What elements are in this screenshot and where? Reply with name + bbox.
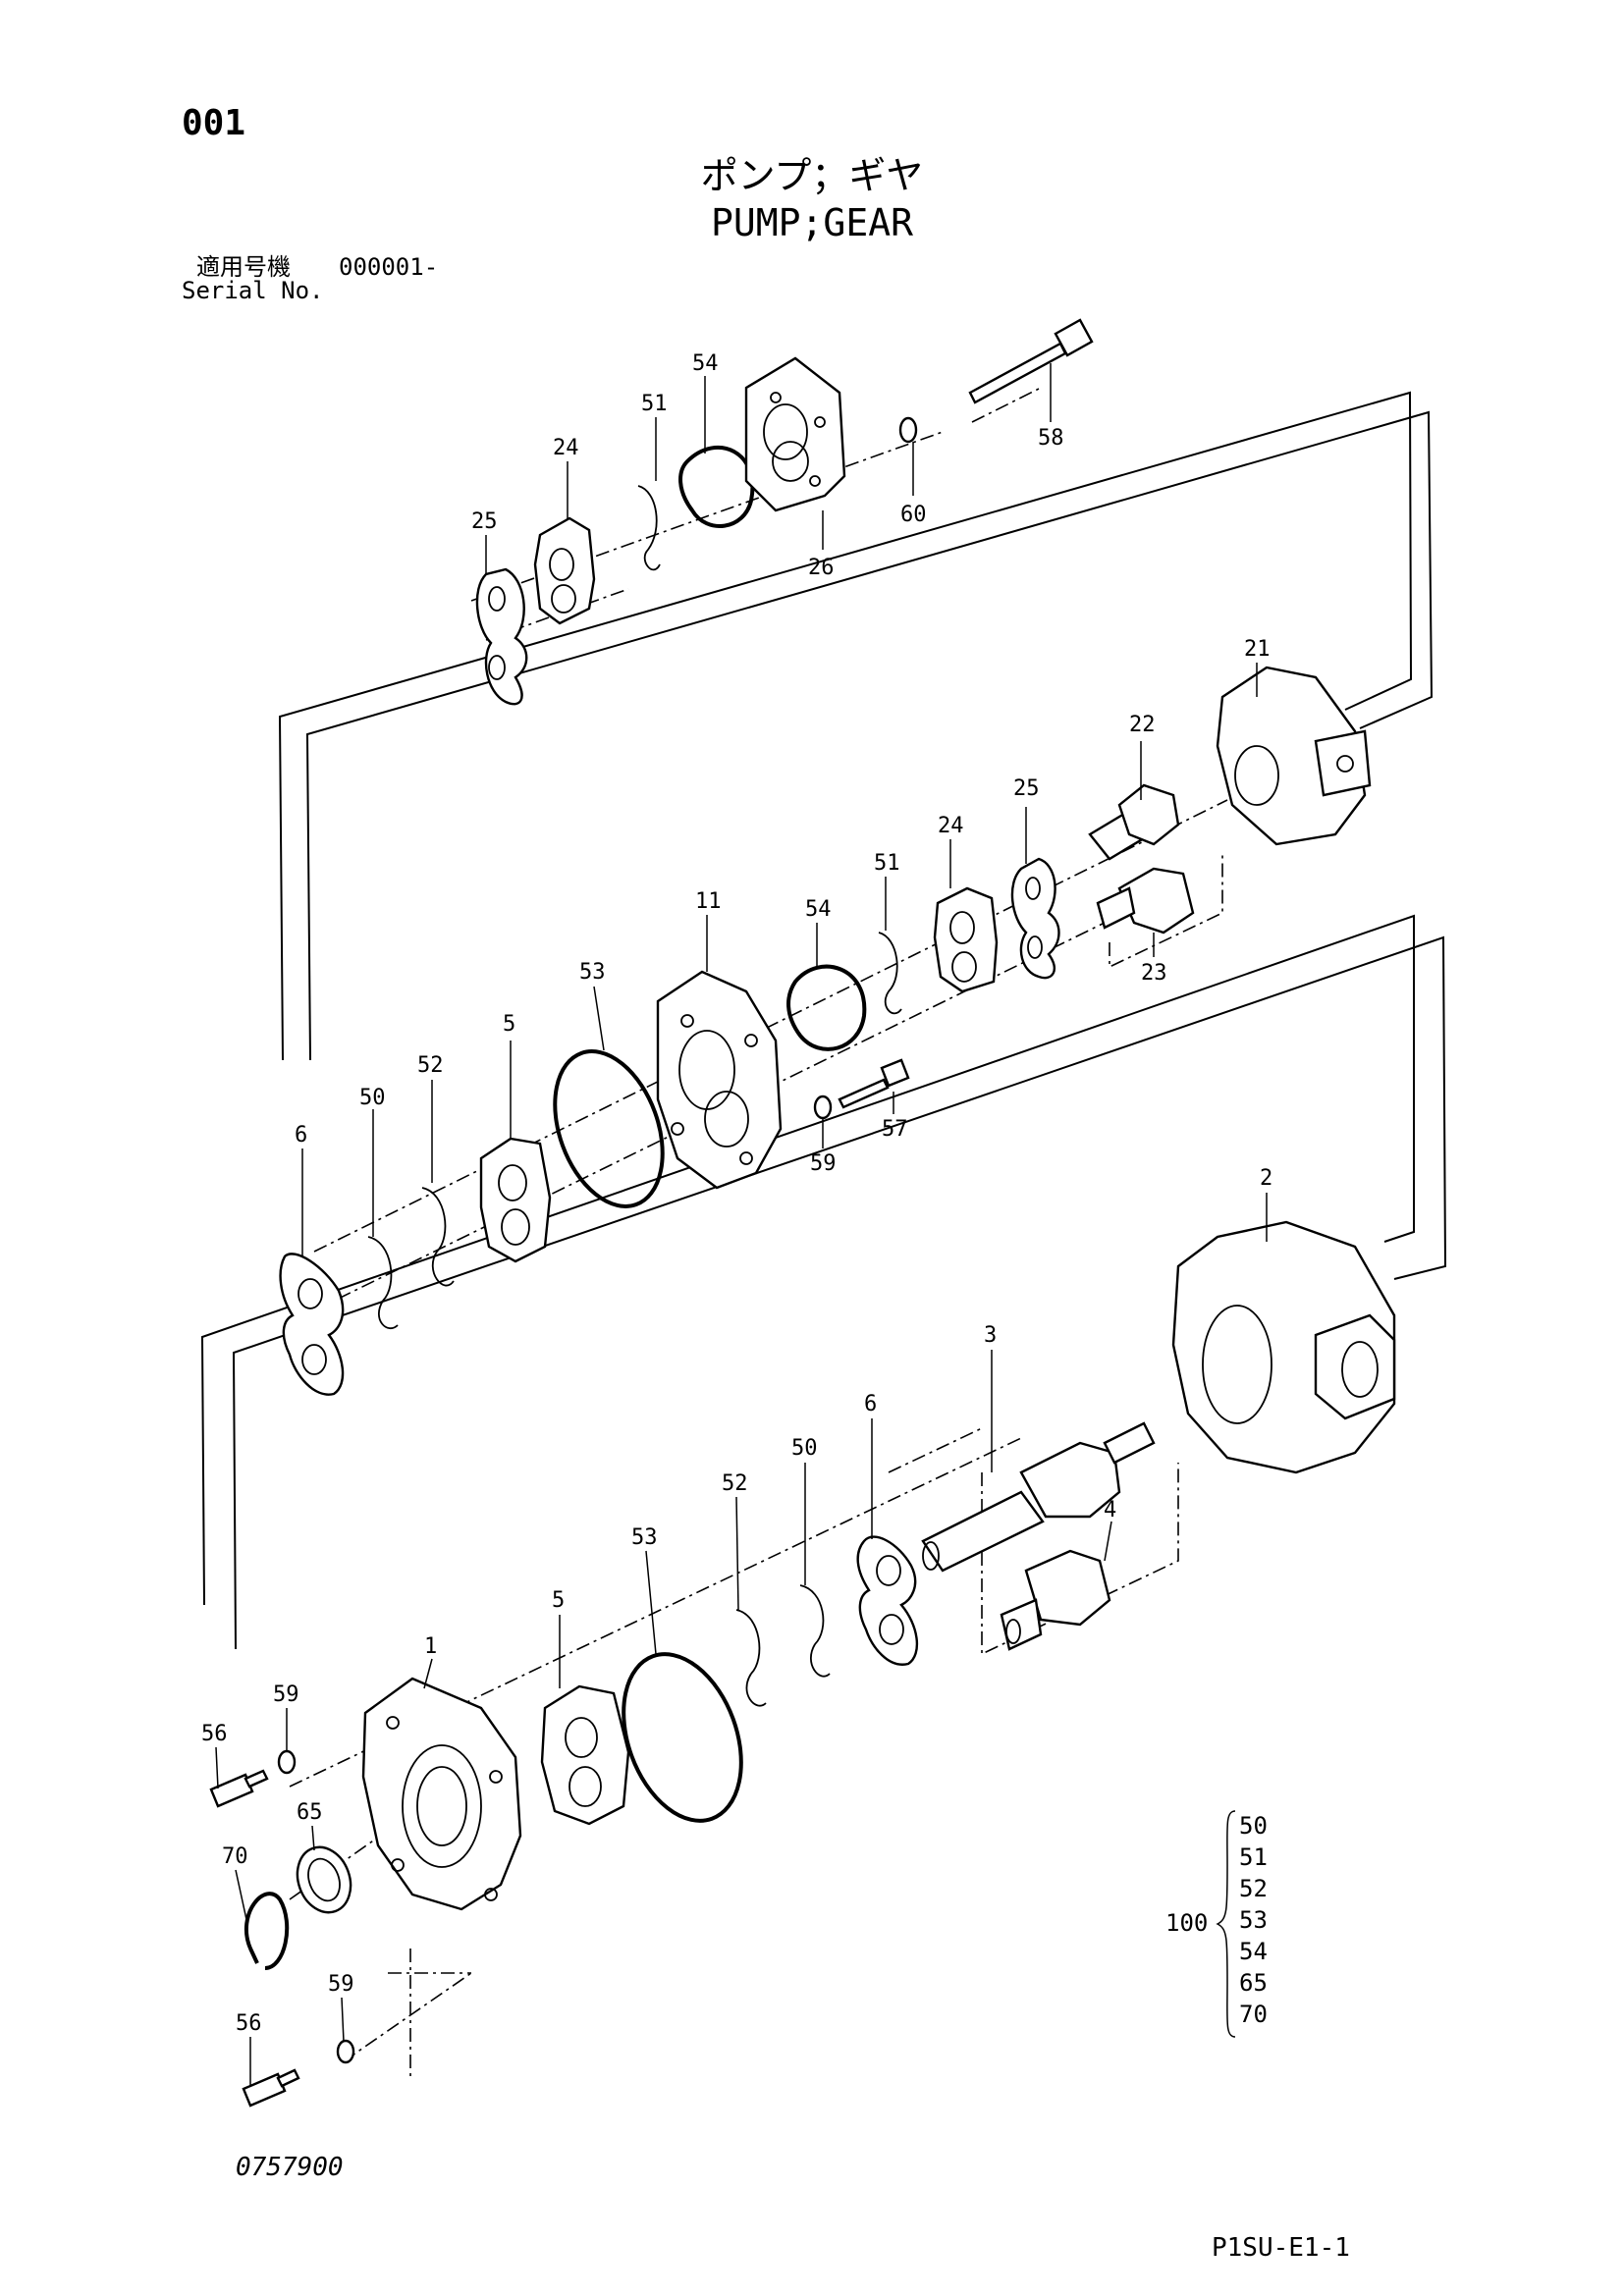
callout-23: 23 [1141, 961, 1167, 986]
callout-57: 57 [882, 1117, 908, 1142]
part-54-seal-top [678, 445, 755, 528]
kit-item: 52 [1239, 1875, 1268, 1902]
assembly-frame-lines [200, 391, 1447, 1650]
callout-51: 51 [641, 392, 668, 416]
callout-51: 51 [874, 851, 900, 876]
part-4-driven-gear [1000, 1549, 1111, 1651]
part-50-backup-ring-lower [799, 1584, 831, 1678]
part-54-seal-middle [786, 964, 867, 1051]
drawing-code: 0757900 [236, 2153, 344, 2182]
part-50-backup-ring-middle [367, 1236, 399, 1330]
callout-2: 2 [1260, 1166, 1272, 1191]
callout-1: 1 [424, 1634, 437, 1659]
part-65-oil-seal [296, 1845, 352, 1914]
part-25-wear-plate-middle [1010, 857, 1060, 980]
part-51-backup-ring-middle [878, 932, 902, 1015]
callout-56: 56 [236, 2011, 262, 2036]
page-title: PUMP;GEAR [711, 201, 913, 244]
part-70-snap-ring [244, 1892, 290, 1970]
callout-52: 52 [417, 1053, 444, 1078]
callout-26: 26 [808, 556, 835, 580]
part-51-backup-ring-top [637, 485, 661, 571]
part-59-washer-upper [277, 1749, 297, 1775]
callout-53: 53 [579, 960, 606, 985]
callout-59: 59 [273, 1682, 299, 1707]
kit-item: 54 [1239, 1938, 1268, 1965]
serial-number-range: 000001- [339, 253, 439, 281]
part-22-drive-gear [1088, 783, 1180, 861]
kit-item: 51 [1239, 1843, 1268, 1871]
page-code: P1SU-E1-1 [1212, 2233, 1350, 2263]
callout-50: 50 [359, 1086, 386, 1110]
serial-label: Serial No. [182, 277, 324, 304]
callout-53: 53 [631, 1525, 658, 1550]
part-1-flange-cover [361, 1677, 522, 1911]
part-6-wear-plate-middle [279, 1253, 345, 1396]
callout-50: 50 [791, 1436, 818, 1461]
part-6-wear-plate-lower [856, 1535, 919, 1666]
part-53-o-ring-lower [622, 1652, 743, 1823]
kit-item: 65 [1239, 1969, 1268, 1997]
callout-5: 5 [503, 1012, 515, 1037]
callout-4: 4 [1104, 1498, 1116, 1522]
leader-lines [215, 363, 1268, 2086]
part-52-backup-ring-middle [421, 1187, 455, 1287]
callout-labels: 25 24 51 54 26 60 58 21 22 23 25 24 51 5… [201, 351, 1272, 2036]
kit-item: 53 [1239, 1906, 1268, 1934]
callout-59: 59 [810, 1151, 837, 1176]
callout-25: 25 [471, 509, 498, 534]
part-57-bolt [838, 1058, 910, 1109]
part-58-bolt [968, 318, 1094, 404]
part-5-bushing-middle [479, 1137, 552, 1263]
kit-number: 100 [1165, 1909, 1208, 1937]
kit-item: 50 [1239, 1812, 1268, 1840]
part-56-bolt-lower [242, 2068, 300, 2108]
callout-60: 60 [900, 503, 927, 527]
page-number: 001 [182, 103, 246, 143]
callout-54: 54 [805, 897, 832, 922]
part-5-bushing-lower [540, 1684, 630, 1826]
callout-11: 11 [695, 889, 722, 914]
part-2-body [1171, 1220, 1396, 1474]
part-26-cover-top [744, 356, 846, 512]
part-3-drive-shaft [921, 1421, 1156, 1573]
callout-65: 65 [297, 1800, 323, 1825]
part-60-washer [898, 416, 918, 444]
part-24-bushing-top [533, 516, 596, 625]
part-59-washer-middle [813, 1095, 833, 1120]
callout-21: 21 [1244, 637, 1271, 662]
callout-25: 25 [1013, 776, 1040, 801]
part-59-washer-lower [336, 2039, 355, 2064]
callout-70: 70 [222, 1844, 248, 1869]
callout-6: 6 [295, 1123, 307, 1148]
callout-5: 5 [552, 1588, 565, 1613]
part-24-bushing-middle [933, 886, 999, 993]
callout-59: 59 [328, 1972, 354, 1997]
kit-group-100: 100 50 51 52 53 54 65 70 [1165, 1810, 1268, 2038]
callout-54: 54 [692, 351, 719, 376]
kit-item: 70 [1239, 2001, 1268, 2028]
callout-3: 3 [984, 1323, 997, 1348]
callout-6: 6 [864, 1392, 877, 1416]
callout-22: 22 [1129, 713, 1156, 737]
center-lines [289, 387, 1228, 2081]
part-53-o-ring-middle [553, 1049, 665, 1208]
callout-56: 56 [201, 1722, 228, 1746]
part-25-wear-plate-top [475, 567, 528, 706]
callout-52: 52 [722, 1471, 748, 1496]
part-56-bolt-upper [209, 1769, 269, 1808]
part-23-driven-gear [1096, 867, 1195, 934]
callout-24: 24 [553, 436, 579, 460]
part-52-backup-ring-lower [735, 1609, 767, 1707]
part-21-housing [1216, 666, 1372, 846]
part-11-cover-middle [656, 970, 783, 1190]
callout-24: 24 [938, 814, 964, 838]
serial-label-japanese: 適用号機 [196, 253, 291, 281]
page-title-japanese: ポンプ；ギヤ [700, 154, 924, 197]
callout-58: 58 [1038, 426, 1064, 451]
